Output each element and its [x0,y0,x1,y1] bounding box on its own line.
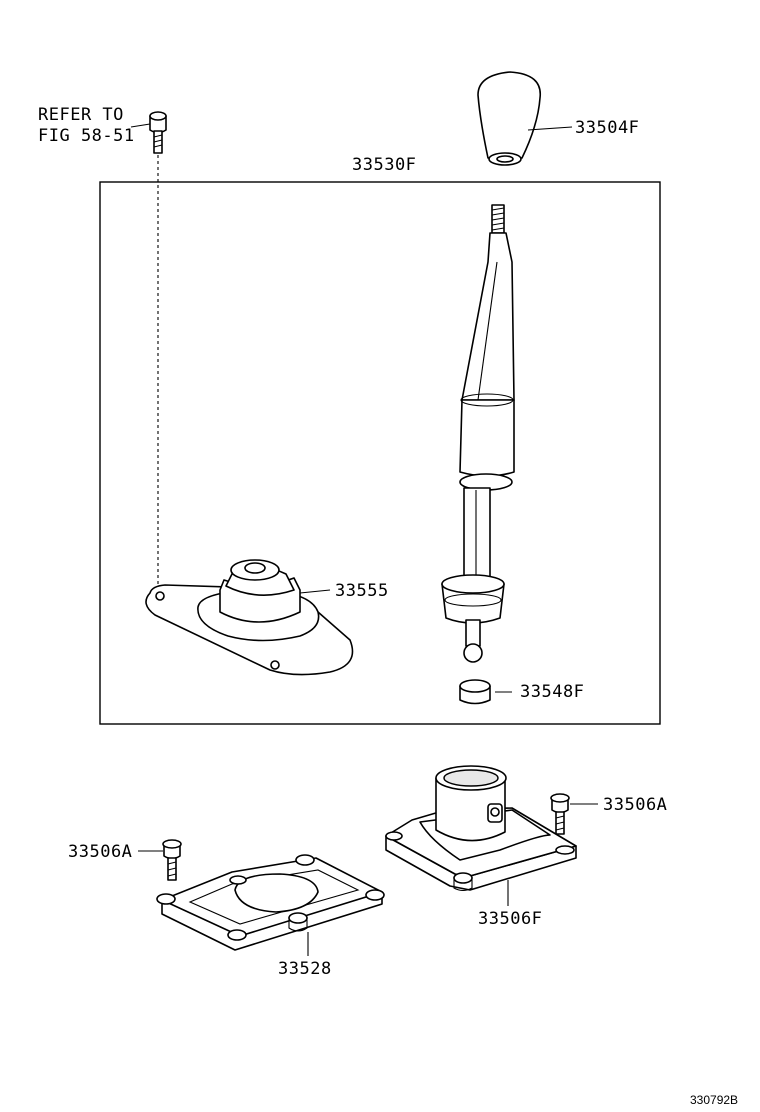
refer-to-note-line2: FIG 58-51 [38,126,135,146]
label-housing: 33506F [478,909,542,929]
shift-lever[interactable] [441,204,515,663]
top-bolt[interactable] [149,111,167,154]
assembly-group-box [99,181,661,725]
label-left-bolt: 33506A [68,842,132,862]
boot-leader [299,589,331,594]
shift-knob[interactable] [477,71,541,166]
label-bushing: 33548F [520,682,584,702]
figure-id: 330792B [690,1093,738,1107]
shift-housing[interactable] [385,765,577,892]
refer-leader [130,123,151,128]
label-boot: 33555 [335,581,389,601]
right-bolt[interactable] [550,793,570,835]
bushing[interactable] [459,679,491,705]
refer-to-note-line1: REFER TO [38,105,124,125]
label-right-bolt: 33506A [603,795,667,815]
left-bolt[interactable] [162,839,182,881]
label-retainer-plate: 33528 [278,959,332,979]
retainer-plate[interactable] [156,854,385,951]
shift-boot[interactable] [145,559,354,676]
label-knob: 33504F [575,118,639,138]
knob-leader [527,126,573,131]
label-assembly: 33530F [352,155,416,175]
